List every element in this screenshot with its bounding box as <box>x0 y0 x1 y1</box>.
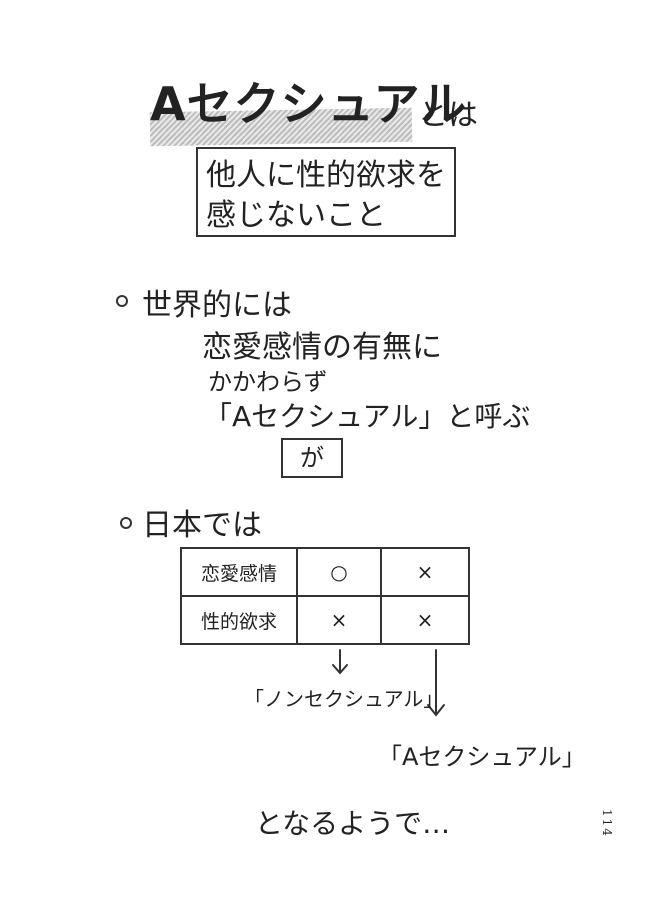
japan-heading: 日本では <box>142 508 262 543</box>
definition-line-2: 感じないこと <box>206 198 386 233</box>
result-nonsexual: 「ノンセクシュアル」 <box>244 687 444 711</box>
arrow-down-icon <box>332 649 348 675</box>
cell-cross: × <box>296 595 382 645</box>
page-number: 114 <box>600 809 614 838</box>
cell-circle: ○ <box>296 547 382 597</box>
worldwide-line-1: 恋愛感情の有無に <box>202 330 442 365</box>
row-label-romantic: 恋愛感情 <box>180 547 298 597</box>
definition-box <box>196 147 456 237</box>
worldwide-line-3: 「Aセクシュアル」と呼ぶ <box>204 400 531 433</box>
result-asexual: 「Aセクシュアル」 <box>378 743 586 771</box>
conjunction-box: が <box>281 438 343 478</box>
bullet-circle-icon <box>116 295 128 307</box>
arrow-down-icon <box>427 649 445 717</box>
bullet-circle-icon <box>120 517 132 529</box>
cell-cross: × <box>380 547 470 597</box>
definition-line-1: 他人に性的欲求を <box>206 158 446 193</box>
row-label-sexual: 性的欲求 <box>180 595 298 645</box>
closing-text: となるようで… <box>255 807 451 840</box>
comparison-table: 恋愛感情 ○ × 性的欲求 × × <box>180 547 470 645</box>
table-row: 性的欲求 × × <box>180 595 470 645</box>
table-row: 恋愛感情 ○ × <box>180 547 470 597</box>
cell-cross: × <box>380 595 470 645</box>
page-title: Aセクシュアル <box>150 77 468 131</box>
worldwide-line-2: かかわらず <box>208 368 328 396</box>
page-title-suffix: とは <box>418 98 478 133</box>
worldwide-heading: 世界的には <box>142 288 292 323</box>
